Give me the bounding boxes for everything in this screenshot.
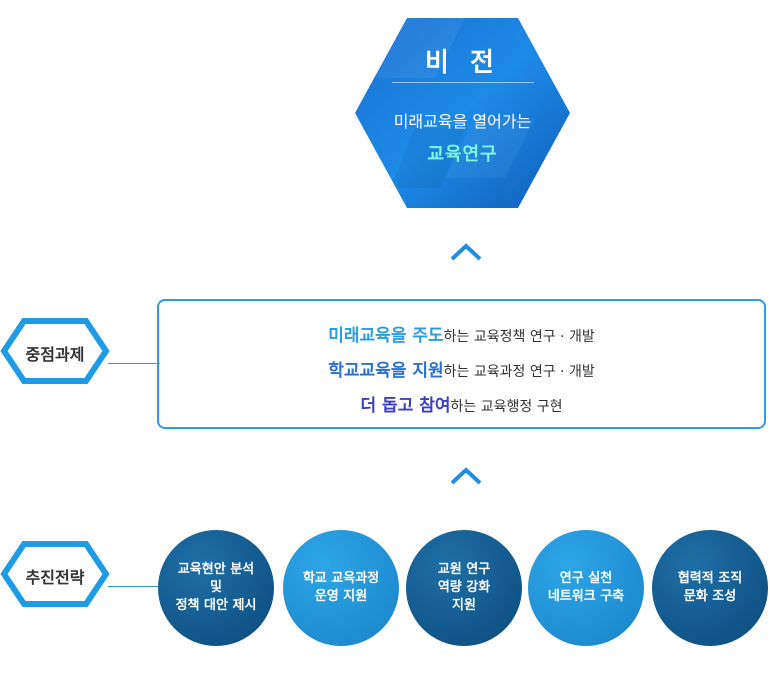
chevron-up-icon bbox=[450, 467, 482, 485]
tasks-hexagon bbox=[0, 318, 110, 384]
vision-highlight: 교육연구 bbox=[427, 144, 498, 165]
vision-hexagon bbox=[355, 18, 570, 208]
task-rest: 하는 교육행정 구현 bbox=[450, 399, 563, 415]
tasks-label: 중점과제 bbox=[25, 345, 85, 364]
strategy-text: 교육현안 분석 및 정책 대안 제시 bbox=[175, 562, 257, 613]
tasks-box bbox=[157, 299, 766, 429]
strategy-text: 연구 실천 네트워크 구축 bbox=[547, 571, 625, 604]
task-emphasis: 학교교육을 지원 bbox=[328, 361, 444, 381]
strategy-label: 추진전략 bbox=[25, 568, 85, 587]
task-rest: 하는 교육과정 연구 · 개발 bbox=[443, 364, 595, 380]
vision-divider bbox=[392, 82, 534, 83]
strategy-hexagon bbox=[0, 541, 110, 607]
strategy-text: 학교 교육과정 운영 지원 bbox=[302, 571, 380, 604]
strategy-circle: 교육현안 분석 및 정책 대안 제시 bbox=[158, 530, 274, 646]
strategy-circle: 협력적 조직 문화 조성 bbox=[652, 530, 768, 646]
task-emphasis: 더 돕고 참여 bbox=[360, 396, 451, 416]
strategy-circle: 학교 교육과정 운영 지원 bbox=[283, 530, 399, 646]
task-item: 학교교육을 지원하는 교육과정 연구 · 개발 bbox=[157, 356, 766, 381]
strategy-text: 협력적 조직 문화 조성 bbox=[677, 571, 743, 604]
strategy-text: 교원 연구 역량 강화 지원 bbox=[437, 562, 491, 613]
vision-title: 비 전 bbox=[425, 48, 500, 78]
task-emphasis: 미래교육을 주도 bbox=[328, 326, 444, 346]
strategy-circle: 연구 실천 네트워크 구축 bbox=[528, 530, 644, 646]
vision-subtitle: 미래교육을 열어가는 bbox=[393, 112, 532, 131]
strategy-circle: 교원 연구 역량 강화 지원 bbox=[406, 530, 522, 646]
tasks-connector bbox=[108, 363, 160, 364]
chevron-up-icon bbox=[450, 243, 482, 261]
task-item: 미래교육을 주도하는 교육정책 연구 · 개발 bbox=[157, 321, 766, 346]
task-item: 더 돕고 참여하는 교육행정 구현 bbox=[157, 391, 766, 416]
strategy-connector bbox=[108, 586, 158, 587]
task-rest: 하는 교육정책 연구 · 개발 bbox=[443, 329, 595, 345]
